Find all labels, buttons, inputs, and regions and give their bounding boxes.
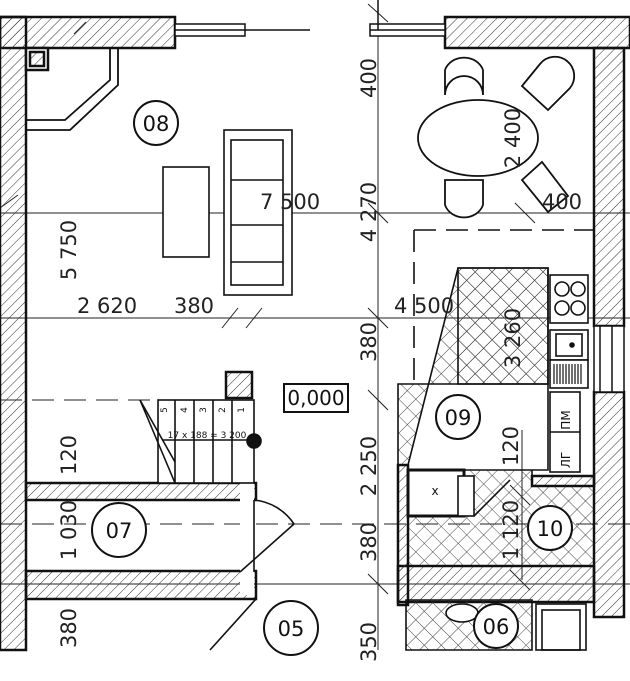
dim-4270: 4 270 (357, 182, 381, 242)
dim-120-kitchen: 120 (499, 426, 523, 466)
room-07-circle (91, 502, 147, 558)
room-markers (91, 100, 573, 656)
kitchen (397, 229, 595, 651)
stair-step-4: 4 (180, 407, 190, 413)
room-09-label: 09 (445, 406, 472, 430)
dim-380-h: 380 (174, 294, 214, 318)
dim-120-left: 120 (57, 435, 81, 475)
stair-step-1: 1 (237, 407, 247, 413)
room-07-label: 07 (106, 519, 133, 543)
label-x: x (431, 484, 438, 498)
dim-1120: 1 120 (499, 500, 523, 560)
dim-5750: 5 750 (57, 220, 81, 280)
dim-380-v2: 380 (357, 522, 381, 562)
dim-2620: 2 620 (77, 294, 137, 318)
dim-400-h: 400 (542, 190, 582, 214)
stair (139, 399, 295, 651)
room-05-circle (263, 600, 319, 656)
vertical-dimensions: 5 750 400 4 270 380 2 250 380 350 2 400 … (57, 58, 525, 662)
horizontal-dimensions: 7 500 2 620 380 4 500 400 (77, 190, 582, 318)
dim-7500: 7 500 (260, 190, 320, 214)
room-05-label: 05 (278, 617, 305, 641)
room-numbers: 08 09 07 10 05 06 (106, 112, 564, 641)
sofa-set (162, 129, 293, 296)
fixture-labels: ПМ ЛГ x (431, 410, 573, 498)
dim-380-left: 380 (57, 608, 81, 648)
bay-window (26, 48, 119, 131)
label-lg: ЛГ (559, 452, 573, 468)
stair-labels: 5 4 3 2 1 17 x 188 = 3 200 (160, 407, 247, 441)
dim-400-v: 400 (357, 58, 381, 98)
room-08-circle (133, 100, 179, 146)
stair-step-3: 3 (199, 407, 209, 413)
dim-380-v1: 380 (357, 322, 381, 362)
dim-2400: 2 400 (501, 108, 525, 168)
room-10-label: 10 (537, 517, 564, 541)
dim-3260: 3 260 (501, 308, 525, 368)
stair-step-5: 5 (160, 407, 170, 413)
dining-set (417, 55, 576, 219)
level-mark: 0,000 (283, 383, 349, 413)
room-06-circle (473, 603, 519, 649)
openings (174, 0, 625, 393)
room-10-circle (527, 505, 573, 551)
room-08-label: 08 (143, 112, 170, 136)
label-pm: ПМ (559, 410, 573, 429)
stair-formula: 17 x 188 = 3 200 (168, 431, 247, 441)
dim-4500: 4 500 (394, 294, 454, 318)
dim-350: 350 (357, 622, 381, 662)
room-09-circle (435, 394, 481, 440)
room-06-label: 06 (483, 615, 510, 639)
dim-2250: 2 250 (357, 436, 381, 496)
stair-step-2: 2 (218, 407, 228, 413)
dim-1030: 1 030 (57, 500, 81, 560)
level-mark-text: 0,000 (287, 386, 344, 410)
